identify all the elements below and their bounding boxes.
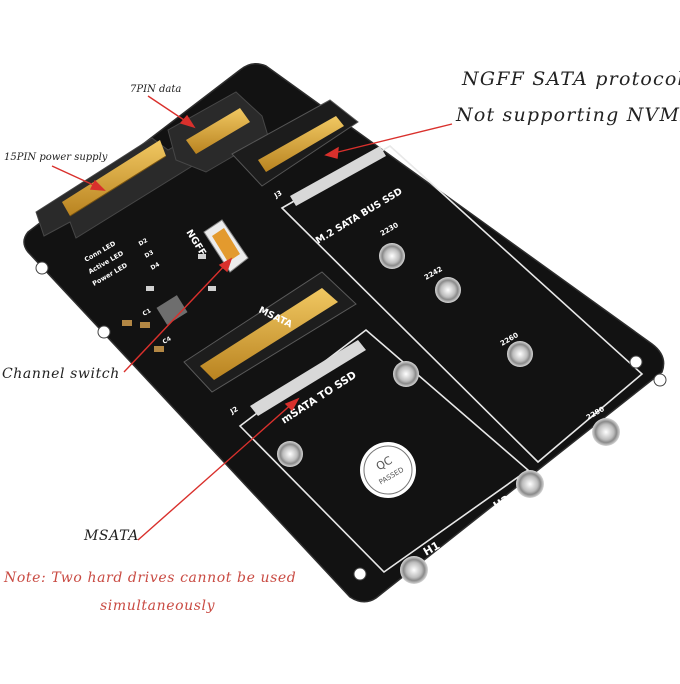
pin15-label: 15PIN power supply bbox=[4, 152, 108, 163]
j3-label: J3 bbox=[272, 189, 283, 200]
note-line2: simultaneously bbox=[100, 598, 216, 614]
d3-label: D3 bbox=[144, 249, 155, 260]
channel-switch-label: Channel switch bbox=[2, 366, 120, 382]
j2-label: J2 bbox=[228, 405, 239, 416]
protocol-label-line1: NGFF SATA protocol bbox=[462, 68, 680, 90]
pcb-board bbox=[23, 63, 665, 603]
d2-label: D2 bbox=[138, 237, 149, 248]
note-line1: Note: Two hard drives cannot be used bbox=[4, 570, 297, 586]
annotation-pointers bbox=[51, 95, 453, 541]
qc-passed-sticker: QC PASSED bbox=[360, 442, 416, 498]
protocol-label-line2: Not supporting NVME bbox=[456, 104, 680, 126]
d4-label: D4 bbox=[150, 261, 161, 272]
c4-label: C4 bbox=[162, 335, 173, 345]
msata-connector bbox=[183, 271, 366, 416]
mounting-holes bbox=[35, 243, 667, 584]
c1-label: C1 bbox=[142, 307, 153, 317]
msata-label: MSATA bbox=[84, 528, 139, 544]
pin7-label: 7PIN data bbox=[130, 84, 182, 95]
channel-switch bbox=[203, 219, 249, 273]
m2-connector bbox=[231, 99, 386, 206]
smd-components bbox=[122, 254, 216, 352]
